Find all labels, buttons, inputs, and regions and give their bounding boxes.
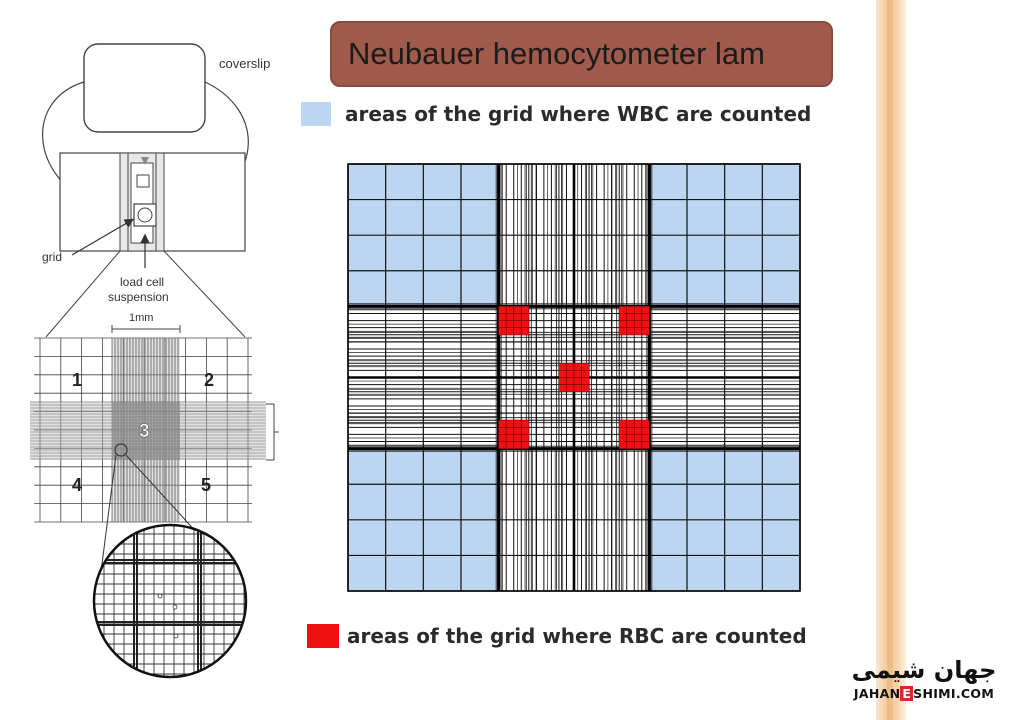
- coverslip-shape: [83, 43, 206, 133]
- grid-label: grid: [42, 250, 62, 264]
- coverslip-label: coverslip: [219, 56, 270, 71]
- load-cell-label-line2: suspension: [108, 290, 169, 304]
- square-number-4: 4: [72, 475, 82, 495]
- legend-wbc: areas of the grid where WBC are counted: [301, 102, 811, 126]
- magnified-grid: [94, 525, 246, 677]
- legend-rbc: areas of the grid where RBC are counted: [307, 624, 807, 648]
- square-number-1: 1: [72, 370, 82, 390]
- logo-persian-text: جهان شیمی: [851, 656, 997, 684]
- square-number-3: 3: [139, 421, 150, 442]
- page-title: Neubauer hemocytometer lam: [348, 36, 765, 71]
- rbc-swatch: [307, 624, 339, 648]
- rbc-legend-text: areas of the grid where RBC are counted: [347, 624, 807, 648]
- magnifier-circle: [92, 523, 248, 679]
- square-number-5: 5: [201, 475, 211, 495]
- decorative-side-stripe: [876, 0, 906, 720]
- mini-grid: [30, 337, 266, 523]
- load-cell-label-line1: load cell: [120, 275, 164, 289]
- square-number-2: 2: [204, 370, 214, 390]
- hemocytometer-schematic: coverslip grid load cell suspension 1mm …: [30, 43, 279, 679]
- wbc-swatch: [301, 102, 331, 126]
- scale-label: 1mm: [129, 312, 153, 324]
- grid-border: [347, 163, 801, 592]
- neubauer-grid: [347, 163, 801, 592]
- slide-upper-square: [136, 174, 150, 188]
- wbc-legend-text: areas of the grid where WBC are counted: [345, 102, 812, 126]
- title-banner: Neubauer hemocytometer lam: [330, 21, 833, 87]
